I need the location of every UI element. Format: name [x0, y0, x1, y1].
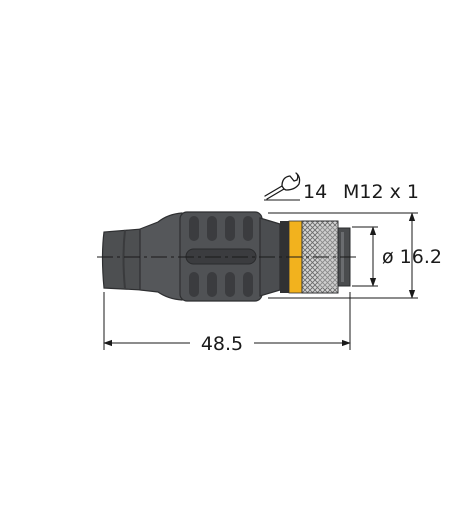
wrench-size-label: 14: [303, 181, 327, 203]
thread-dimension: M12 x 1: [343, 181, 419, 287]
length-label: 48.5: [201, 333, 243, 355]
grip-ribs-bottom: [189, 272, 253, 297]
diameter-dimension: ø 16.2: [268, 212, 442, 299]
diameter-label: ø 16.2: [382, 246, 442, 268]
length-dimension: 48.5: [103, 292, 351, 355]
cable-tail: [101, 228, 143, 291]
grip-ribs-top: [189, 216, 253, 241]
nut-dark-ring: [280, 221, 289, 293]
wrench-icon: [264, 172, 301, 200]
thread-label: M12 x 1: [343, 181, 419, 203]
wrench-dimension: 14: [264, 172, 327, 203]
tail-groove: [122, 229, 126, 290]
